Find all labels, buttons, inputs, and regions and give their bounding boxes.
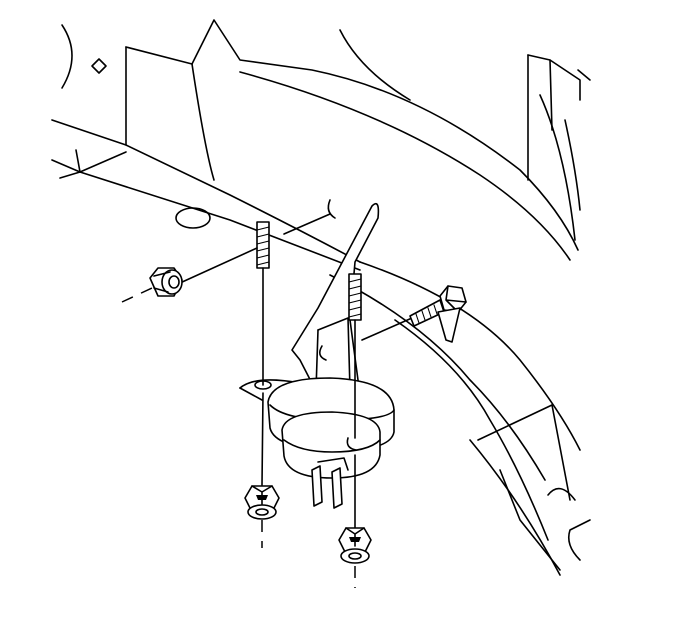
center-stud — [348, 273, 362, 321]
upper-left-nut — [149, 267, 183, 297]
lower-left-nut — [244, 485, 280, 520]
lower-center-nut — [338, 527, 372, 564]
vehicle-body-panel — [51, 19, 591, 576]
electrical-terminals — [311, 457, 349, 509]
round-component — [267, 377, 395, 479]
alignment-lines — [121, 213, 413, 588]
hex-bolt — [409, 285, 467, 343]
left-stud — [256, 221, 270, 269]
